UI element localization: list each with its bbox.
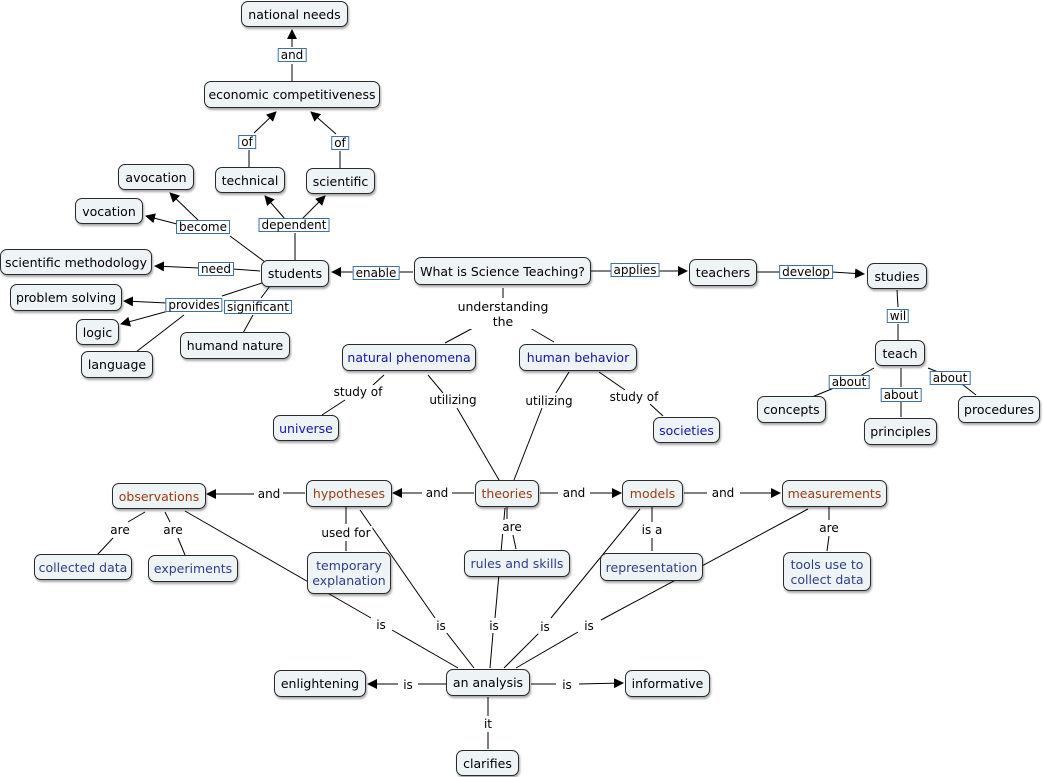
node-understanding-the[interactable]: understanding the [455,298,551,329]
link-is: is [374,618,388,632]
node-students[interactable]: students [261,260,329,287]
link-enable: enable [352,266,400,280]
node-studies[interactable]: studies [867,263,927,289]
link-about: about [880,388,922,402]
node-human-behavior[interactable]: human behavior [519,344,637,371]
node-national-needs[interactable]: national needs [241,1,348,27]
node-teachers[interactable]: teachers [689,259,757,286]
link-is: is [560,678,574,692]
node-experiments[interactable]: experiments [148,555,238,582]
node-measurements[interactable]: measurements [782,480,887,507]
node-scientific-methodology[interactable]: scientific methodology [0,249,152,275]
node-observations[interactable]: observations [112,483,206,509]
link-study-of: study of [331,385,385,399]
node-technical[interactable]: technical [215,167,285,193]
node-economic-competitiveness[interactable]: economic competitiveness [204,81,380,108]
link-utilizing: utilizing [523,394,575,408]
link-of: of [238,135,256,149]
link-and: and [255,487,283,501]
node-concepts[interactable]: concepts [757,396,826,423]
link-is: is [487,619,501,633]
link-and: and [560,486,588,500]
node-what-is-science-teaching[interactable]: What is Science Teaching? [414,257,591,285]
node-principles[interactable]: principles [864,418,937,445]
node-problem-solving[interactable]: problem solving [10,284,122,311]
link-utilizing: utilizing [427,393,479,407]
node-universe[interactable]: universe [273,415,339,441]
node-informative[interactable]: informative [625,670,710,697]
link-provides: provides [165,298,223,312]
link-about: about [828,375,870,389]
node-clarifies[interactable]: clarifies [456,750,519,776]
link-are: are [108,523,132,537]
node-avocation[interactable]: avocation [118,164,194,190]
node-enlightening[interactable]: enlightening [274,670,366,697]
link-of: of [331,136,349,150]
link-applies: applies [610,263,660,277]
node-representation[interactable]: representation [600,553,703,581]
link-study-of: study of [607,390,661,404]
link-used-for: used for [319,526,373,540]
link-and: and [277,48,307,62]
link-is: is [434,619,448,633]
node-language[interactable]: language [81,351,153,378]
node-scientific[interactable]: scientific [306,168,375,194]
link-are: are [500,520,524,534]
node-teach[interactable]: teach [875,340,925,366]
link-are: are [161,523,185,537]
node-hypotheses[interactable]: hypotheses [306,480,392,507]
link-are: are [817,521,841,535]
link-is-a: is a [639,523,665,537]
link-significant: significant [224,300,292,314]
node-procedures[interactable]: procedures [958,396,1040,423]
link-develop: develop [779,265,833,279]
link-is: is [401,678,415,692]
link-and: and [423,486,451,500]
node-humand-nature[interactable]: humand nature [180,332,290,359]
node-logic[interactable]: logic [76,319,119,345]
link-is: is [582,619,596,633]
link-dependent: dependent [258,218,330,232]
node-temporary-explanation[interactable]: temporary explanation [307,552,391,594]
node-theories[interactable]: theories [475,480,539,507]
node-an-analysis[interactable]: an analysis [446,669,530,696]
node-vocation[interactable]: vocation [75,198,143,224]
node-models[interactable]: models [622,480,683,507]
link-and: and [709,486,737,500]
link-become: become [175,220,231,234]
node-tools-use-to-collect-data[interactable]: tools use to collect data [783,552,871,591]
node-rules-and-skills[interactable]: rules and skills [464,550,570,577]
node-natural-phenomena[interactable]: natural phenomena [342,344,476,371]
link-about: about [929,371,971,385]
link-need: need [198,262,234,276]
node-societies[interactable]: societies [653,417,720,443]
node-collected-data[interactable]: collected data [34,554,132,580]
link-wil: wil [886,309,910,323]
link-it: it [481,717,495,731]
link-is: is [538,620,552,634]
